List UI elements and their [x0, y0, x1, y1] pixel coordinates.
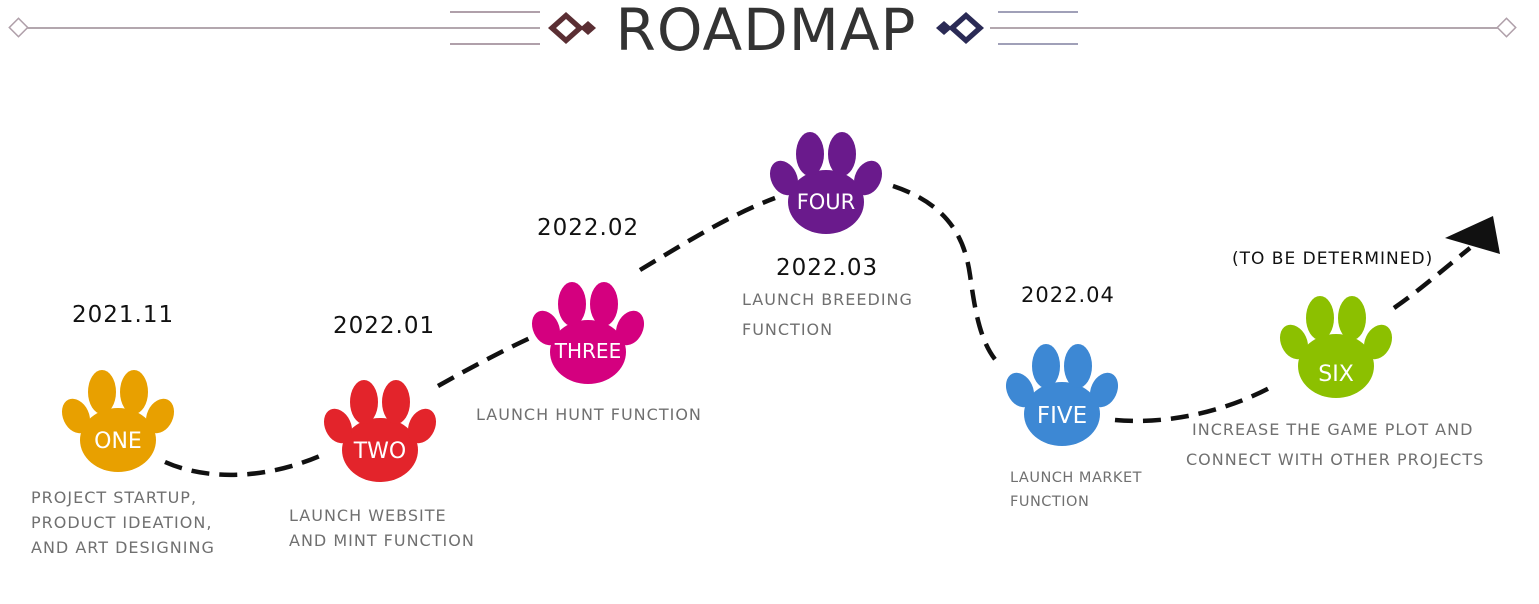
milestone-date: 2022.03	[776, 255, 878, 281]
milestone-description-line: INCREASE THE GAME PLOT AND	[1192, 420, 1473, 439]
paw-icon	[764, 132, 888, 234]
milestone-description-line: PROJECT STARTUP,	[31, 488, 197, 507]
milestone-description-line: AND ART DESIGNING	[31, 538, 215, 557]
diamond-ornament-icon	[548, 12, 596, 44]
paw-icon	[526, 282, 650, 384]
milestone-description-line: PRODUCT IDEATION,	[31, 513, 212, 532]
milestone-label: THREE	[554, 339, 621, 363]
milestone-description-line: LAUNCH MARKET	[1010, 470, 1142, 486]
milestone-four: FOUR 2022.03 LAUNCH BREEDING FUNCTION	[742, 132, 913, 339]
roadmap-path	[164, 183, 1472, 478]
milestone-six: SIX (TO BE DETERMINED) INCREASE THE GAME…	[1186, 249, 1484, 469]
milestone-date: (TO BE DETERMINED)	[1232, 249, 1433, 269]
diamond-ornament-icon	[8, 17, 29, 38]
milestone-description-line: FUNCTION	[1010, 494, 1089, 510]
milestone-label: FOUR	[797, 190, 856, 214]
milestone-description-line: AND MINT FUNCTION	[289, 531, 475, 550]
milestone-date: 2022.04	[1021, 283, 1115, 307]
milestone-date: 2022.02	[537, 215, 639, 241]
milestone-description-line: FUNCTION	[742, 320, 833, 339]
diamond-ornament-icon	[936, 12, 984, 44]
milestone-label: FIVE	[1037, 403, 1087, 429]
milestone-description-line: LAUNCH BREEDING	[742, 290, 913, 309]
paw-icon	[318, 380, 442, 482]
milestone-two: TWO 2022.01 LAUNCH WEBSITE AND MINT FUNC…	[289, 313, 475, 550]
milestone-description-line: LAUNCH WEBSITE	[289, 506, 447, 525]
milestone-description-line: CONNECT WITH OTHER PROJECTS	[1186, 450, 1484, 469]
arrowhead-icon	[1445, 216, 1500, 254]
milestone-one: ONE 2021.11 PROJECT STARTUP, PRODUCT IDE…	[31, 302, 215, 557]
diamond-ornament-icon	[1496, 17, 1517, 38]
milestone-description-line: LAUNCH HUNT FUNCTION	[476, 405, 702, 424]
milestone-date: 2021.11	[72, 302, 174, 328]
milestone-five: FIVE 2022.04 LAUNCH MARKET FUNCTION	[1000, 283, 1142, 510]
milestone-label: ONE	[94, 429, 142, 454]
milestone-label: SIX	[1318, 362, 1354, 387]
milestone-date: 2022.01	[333, 313, 435, 339]
milestone-three: THREE 2022.02 LAUNCH HUNT FUNCTION	[476, 215, 702, 424]
paw-icon	[56, 370, 180, 472]
page-title: ROADMAP	[616, 0, 917, 64]
paw-icon	[1000, 344, 1124, 446]
milestone-label: TWO	[353, 439, 407, 464]
header: ROADMAP	[8, 0, 1517, 64]
